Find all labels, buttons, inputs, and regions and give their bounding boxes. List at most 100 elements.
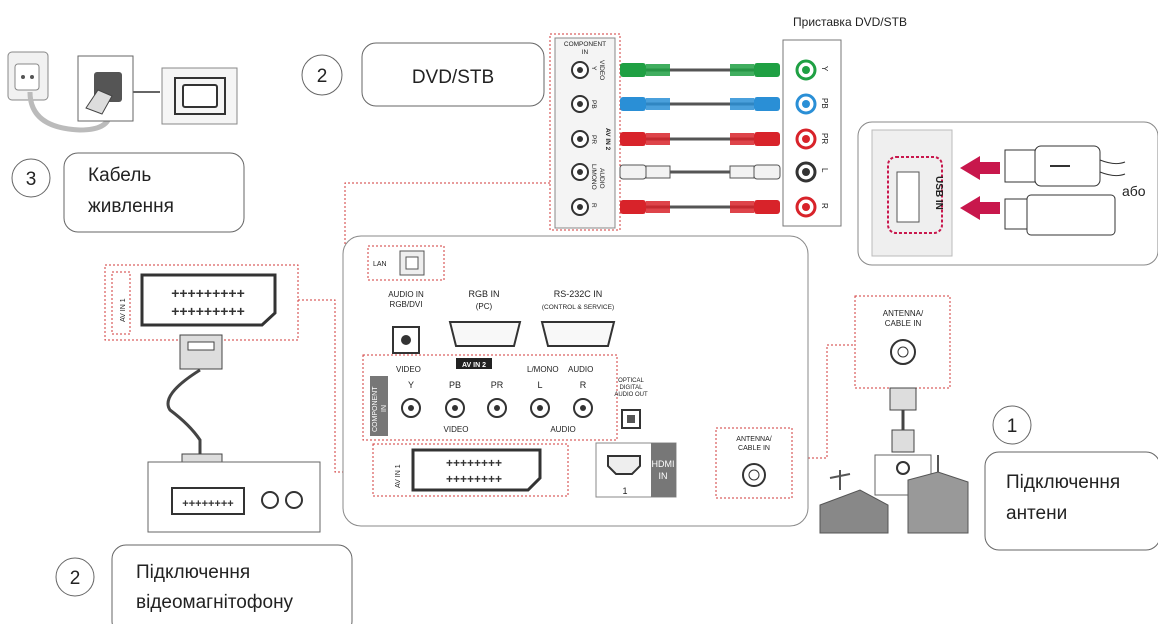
antenna-box-label-1: ANTENNA/ (883, 309, 924, 318)
svg-text:PB: PB (820, 98, 829, 109)
svg-text:Y: Y (820, 66, 829, 72)
audio-in-label-1: AUDIO IN (388, 290, 424, 299)
strip-port-pr: PR (571, 130, 597, 148)
panel-port-pb: PB (445, 380, 465, 418)
component-video-label: VIDEO (396, 365, 421, 374)
panel-port-y: Y (401, 380, 421, 418)
panel-antenna-label-1: ANTENNA/ (736, 436, 771, 443)
dvd-callout-number: 2 (317, 66, 328, 87)
svg-text:PB: PB (449, 380, 461, 390)
svg-text:L/MONO: L/MONO (590, 164, 597, 190)
svg-text:+++++++++: +++++++++ (171, 303, 245, 319)
vcr-callout-number: 2 (70, 568, 81, 589)
antenna-callout-line1: Підключення (1006, 472, 1120, 493)
rgb-in-label-2: (PC) (476, 302, 493, 311)
rs232-port (540, 321, 616, 347)
rca-cables (619, 63, 781, 214)
svg-text:Y: Y (408, 380, 414, 390)
antenna-cable (889, 387, 917, 453)
panel-antenna-outline (715, 427, 793, 499)
svg-text:++++++++: ++++++++ (446, 472, 502, 486)
power-callout-line2: живлення (88, 196, 174, 217)
antenna-callout: 1 Підключення антени (984, 405, 1158, 551)
rs232-label-1: RS-232C IN (554, 289, 603, 299)
panel-port-l: L (530, 380, 550, 418)
strip-port-l: L/MONO (571, 163, 597, 190)
buildings-icon (819, 455, 969, 534)
power-illustration (7, 51, 238, 133)
rs232-label-2: (CONTROL & SERVICE) (542, 304, 614, 311)
stb-title: Приставка DVD/STB (793, 15, 907, 29)
antenna-callout-line2: антени (1006, 503, 1067, 524)
component-strip-video-label: VIDEO (598, 60, 605, 80)
optical-label-3: AUDIO OUT (614, 392, 648, 398)
component-strip-outline (549, 33, 621, 231)
stb-port-y: Y (795, 59, 829, 81)
panel-port-r: R (573, 380, 593, 418)
strip-port-r: R (571, 198, 597, 216)
component-block-outline (362, 354, 618, 441)
lan-port (399, 250, 425, 276)
usb-in-label: USB IN (933, 176, 944, 210)
stb-port-pr: PR (795, 128, 829, 150)
hdmi-label-2: IN (659, 471, 668, 481)
antenna-box-label-2: CABLE IN (885, 319, 922, 328)
component-audio-label: AUDIO (568, 365, 593, 374)
svg-text:L: L (537, 380, 542, 390)
component-strip-av-tag: AV IN 2 (604, 128, 611, 151)
usb-flash-drive-icon (1004, 194, 1116, 236)
vcr-callout: 2 Підключення відеомагнітофону (55, 544, 353, 629)
power-callout-line1: Кабель (88, 165, 151, 186)
svg-text:PB: PB (590, 100, 597, 109)
usb-arrow-bottom-icon (960, 196, 1000, 220)
panel-port-pr: PR (487, 380, 507, 418)
scart-cable (166, 334, 223, 483)
av-in2-tag: AV IN 2 (462, 362, 486, 369)
svg-text:++++++++: ++++++++ (182, 498, 233, 510)
video-bracket-label: VIDEO (444, 425, 469, 434)
svg-text:R: R (590, 203, 597, 208)
component-side-label-2: IN (381, 405, 388, 412)
component-lmono-label: L/MONO (527, 365, 559, 374)
usb-arrow-top-icon (960, 156, 1000, 180)
audio-bracket-label: AUDIO (550, 425, 575, 434)
svg-text:+++++++++: +++++++++ (171, 285, 245, 301)
panel-av-in1-label: AV IN 1 (395, 464, 402, 488)
panel-scart-outline (372, 443, 569, 497)
usb-cable-plug-icon (1004, 145, 1126, 187)
optical-label-2: DIGITAL (620, 385, 644, 391)
vcr-callout-line1: Підключення (136, 562, 250, 583)
audio-in-label-2: RGB/DVI (390, 300, 423, 309)
svg-text:PR: PR (590, 135, 597, 144)
antenna-callout-number: 1 (1007, 416, 1018, 437)
stb-port-l: L (795, 161, 829, 183)
rgb-in-label-1: RGB IN (468, 289, 499, 299)
vcr-callout-line2: відеомагнітофону (136, 592, 294, 613)
strip-port-pb: PB (571, 95, 597, 113)
svg-text:Y: Y (590, 66, 597, 71)
dvd-callout-label: DVD/STB (412, 67, 494, 88)
dvd-callout: 2 DVD/STB (301, 42, 545, 107)
svg-text:PR: PR (491, 380, 504, 390)
lan-label: LAN (373, 261, 387, 268)
scart-box-av-label: AV IN 1 (120, 298, 127, 322)
panel-antenna-label-2: CABLE IN (738, 445, 770, 452)
hdmi-label-1: HDMI (652, 459, 675, 469)
power-callout-number: 3 (26, 169, 37, 190)
antenna-box-outline (854, 295, 951, 389)
antenna-box: ANTENNA/ CABLE IN (883, 309, 924, 365)
power-callout: 3 Кабель живлення (11, 152, 245, 233)
component-strip-title-1: COMPONENT (564, 41, 606, 48)
tv-back-panel: LAN AUDIO IN RGB/DVI RGB IN (PC) RS-232C… (342, 235, 809, 527)
svg-text:L: L (820, 168, 829, 173)
hdmi-number: 1 (622, 486, 627, 496)
stb-port-r: R (795, 196, 829, 218)
svg-text:R: R (820, 203, 829, 209)
component-strip-audio-label: AUDIO (598, 168, 605, 189)
component-strip-title-2: IN (582, 49, 589, 56)
scart-socket: AV IN 1 +++++++++ +++++++++ (111, 271, 277, 335)
vcr-device: ++++++++ (147, 461, 321, 533)
svg-text:++++++++: ++++++++ (446, 456, 502, 470)
